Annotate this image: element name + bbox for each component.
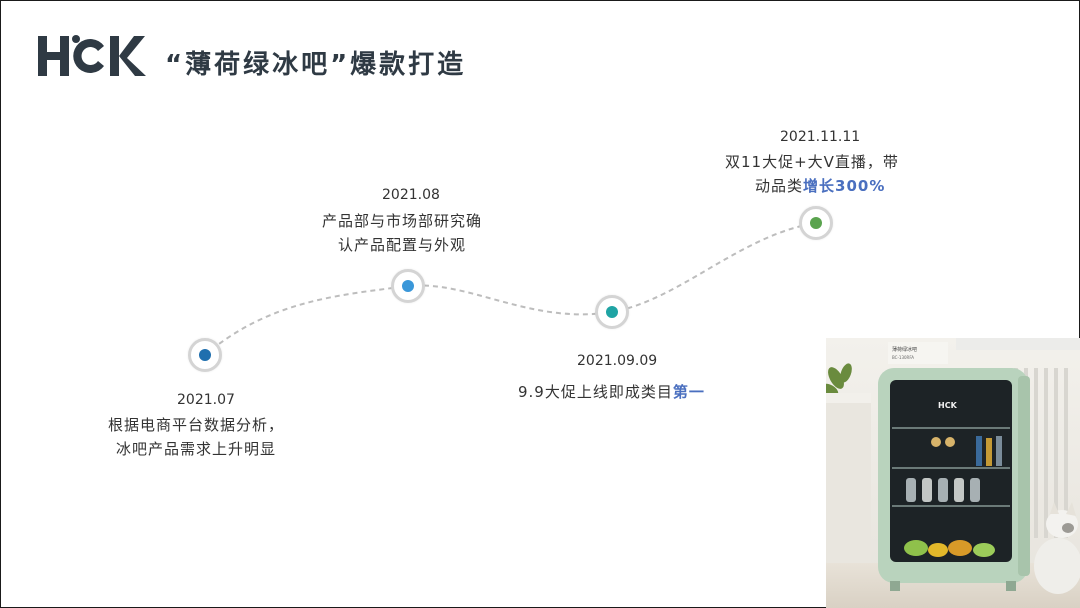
page-title: “薄荷绿冰吧”爆款打造: [165, 50, 467, 80]
milestone-3-desc: 9.9大促上线即成类目第一: [518, 380, 705, 404]
milestone-1-line-1: 根据电商平台数据分析，: [108, 416, 285, 434]
timeline-node-2: [391, 269, 425, 303]
box-label-1: 薄荷绿冰吧: [892, 346, 917, 353]
cat: [1034, 502, 1080, 594]
product-photo: HCK 薄荷绿冰吧 BC-130RFA: [826, 338, 1080, 608]
milestone-4-line-2: 动品类增长300%: [725, 174, 899, 198]
milestone-4-line-1: 双11大促+大V直播，带: [725, 153, 899, 171]
hck-logo: [38, 35, 146, 76]
milestone-1-date: 2021.07: [177, 392, 235, 408]
timeline-node-3: [595, 295, 629, 329]
fridge-brand: HCK: [938, 401, 958, 410]
milestone-1-desc: 根据电商平台数据分析， 冰吧产品需求上升明显: [108, 413, 284, 461]
fridge: [878, 368, 1030, 591]
timeline-node-1: [188, 338, 222, 372]
milestone-4-date: 2021.11.11: [780, 129, 861, 145]
timeline-dot-2: [402, 280, 414, 292]
milestone-2-date: 2021.08: [382, 187, 440, 203]
milestone-2-desc: 产品部与市场部研究确 认产品配置与外观: [322, 209, 482, 257]
milestone-2-line-2: 认产品配置与外观: [338, 236, 467, 254]
milestone-1-line-2: 冰吧产品需求上升明显: [116, 440, 277, 458]
timeline-dot-4: [810, 217, 822, 229]
milestone-3-text: 9.9大促上线即成类目: [518, 383, 673, 401]
milestone-4-desc: 双11大促+大V直播，带 动品类增长300%: [725, 150, 899, 198]
timeline-node-4: [799, 206, 833, 240]
box-label-2: BC-130RFA: [892, 355, 914, 360]
milestone-4-highlight: 增长300%: [803, 177, 886, 195]
milestone-3-date: 2021.09.09: [577, 353, 658, 369]
timeline-dot-1: [199, 349, 211, 361]
timeline-dot-3: [606, 306, 618, 318]
milestone-2-line-1: 产品部与市场部研究确: [322, 212, 483, 230]
milestone-3-highlight: 第一: [672, 383, 705, 401]
milestone-4-text: 动品类: [755, 177, 804, 195]
